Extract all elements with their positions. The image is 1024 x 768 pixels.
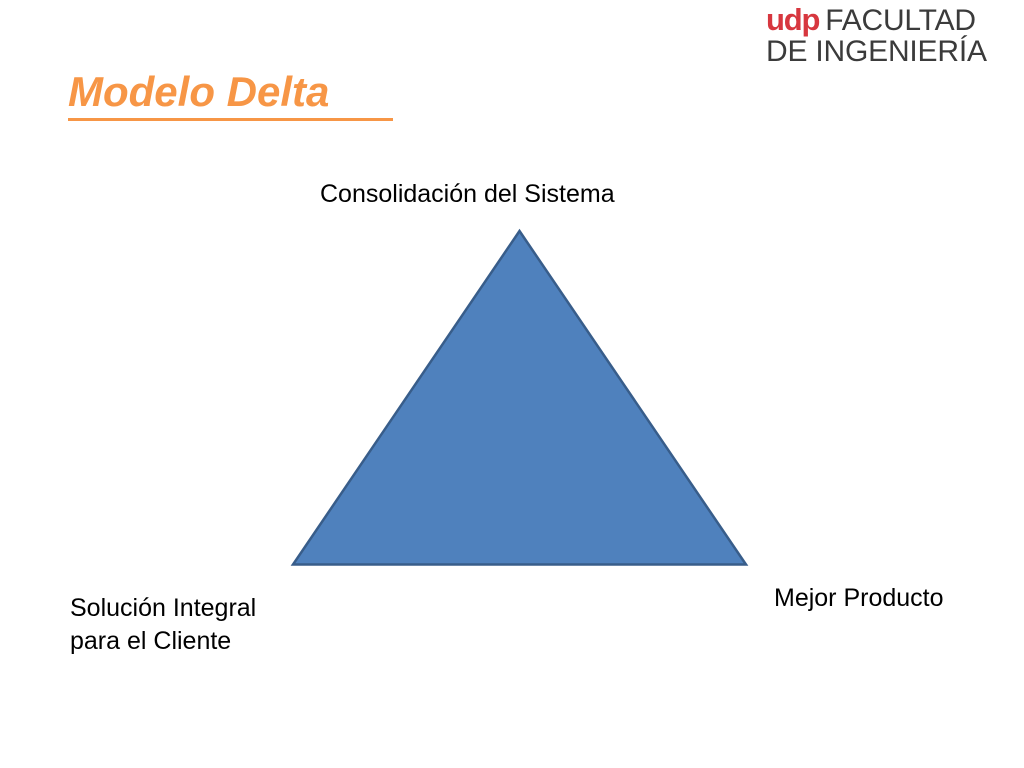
logo-line-two: DE INGENIERÍA (766, 37, 1016, 70)
vertex-label-bottom-left: Solución Integral para el Cliente (70, 594, 257, 655)
title-underline (68, 118, 393, 121)
page-title: Modelo Delta (68, 68, 330, 115)
logo-text-facultad: FACULTAD (825, 4, 976, 37)
logo-text-de-ingenieria: DE INGENIERÍA (766, 35, 987, 68)
logo-brand-udp: udp (766, 2, 820, 37)
triangle-shape (290, 228, 749, 566)
vertex-label-top: Consolidación del Sistema (320, 180, 615, 208)
vertex-label-bottom-right: Mejor Producto (774, 584, 944, 612)
